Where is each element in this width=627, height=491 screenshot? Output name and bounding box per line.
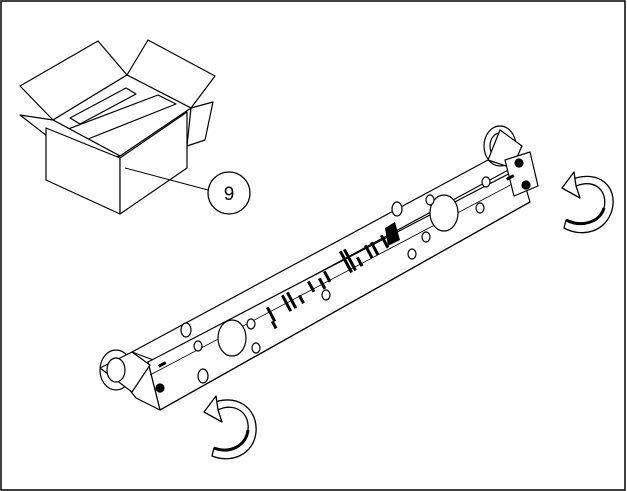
rotate-arrow-left bbox=[203, 395, 257, 460]
callout-circle bbox=[207, 171, 251, 215]
callout-number: 9 bbox=[224, 184, 235, 205]
callout-9: 9 bbox=[207, 171, 251, 215]
packaging-box bbox=[19, 39, 216, 215]
rail-markings bbox=[158, 174, 515, 368]
rotate-arrow-right bbox=[561, 171, 614, 234]
mounting-rail bbox=[99, 125, 539, 411]
